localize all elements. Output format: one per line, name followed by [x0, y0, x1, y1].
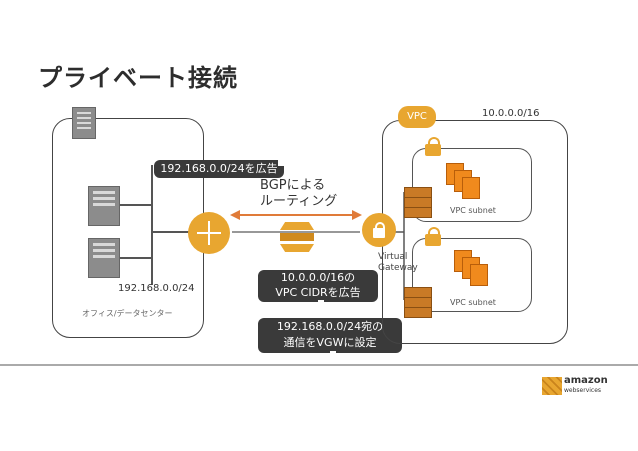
onprem-label: オフィス/データセンター [82, 309, 173, 318]
aws-logo-name: amazon [564, 375, 608, 386]
callout-advertise-vpc-line1: 10.0.0.0/16の [280, 271, 356, 284]
aws-logo-icon [542, 377, 562, 395]
vgw-label: Virtual Gateway [378, 252, 418, 274]
callout-route-setting: 192.168.0.0/24宛の 通信をVGWに設定 [258, 318, 402, 357]
customer-router-icon [188, 212, 230, 254]
aws-logo-sub: webservices [564, 387, 602, 394]
bgp-label-line2: ルーティング [260, 194, 338, 209]
vpc-subnet-2 [412, 238, 532, 312]
bgp-arrow-right-head [352, 210, 362, 220]
virtual-gateway-icon [362, 213, 396, 247]
vgw-label-line2: Gateway [378, 263, 418, 273]
lock-icon [425, 137, 441, 156]
onprem-box [52, 118, 204, 338]
callout-advertise-vpc-line2: VPC CIDRを広告 [275, 286, 361, 299]
aws-logo: amazon webservices [542, 373, 608, 397]
server-icon [88, 186, 120, 226]
subnet-label-1: VPC subnet [450, 206, 496, 215]
route-table-icon [404, 207, 432, 218]
vpc-cidr: 10.0.0.0/16 [482, 108, 540, 119]
callout-route-line1: 192.168.0.0/24宛の [276, 320, 384, 333]
bgp-label-line1: BGPによる [260, 178, 326, 193]
lock-icon [425, 227, 441, 246]
bgp-arrow-left-head [230, 210, 240, 220]
subnet-label-2: VPC subnet [450, 298, 496, 307]
vpn-connection-icon [280, 222, 314, 252]
instance-icon [470, 264, 488, 286]
vpc-badge: VPC [398, 106, 436, 128]
vpc-subnet-1 [412, 148, 532, 222]
route-table-icon [404, 307, 432, 318]
callout-advertise-vpc: 10.0.0.0/16の VPC CIDRを広告 [258, 270, 378, 306]
onprem-cidr: 192.168.0.0/24 [118, 283, 195, 294]
bgp-label: BGPによる ルーティング [260, 178, 337, 210]
callout-advertise-onprem: 192.168.0.0/24を広告 [154, 160, 284, 178]
instance-icon [462, 177, 480, 199]
server-icon [88, 238, 120, 278]
page-title: プライベート接続 [38, 64, 238, 92]
callout-route-line2: 通信をVGWに設定 [283, 336, 377, 349]
building-icon [72, 107, 96, 139]
vgw-label-line1: Virtual [378, 252, 408, 262]
